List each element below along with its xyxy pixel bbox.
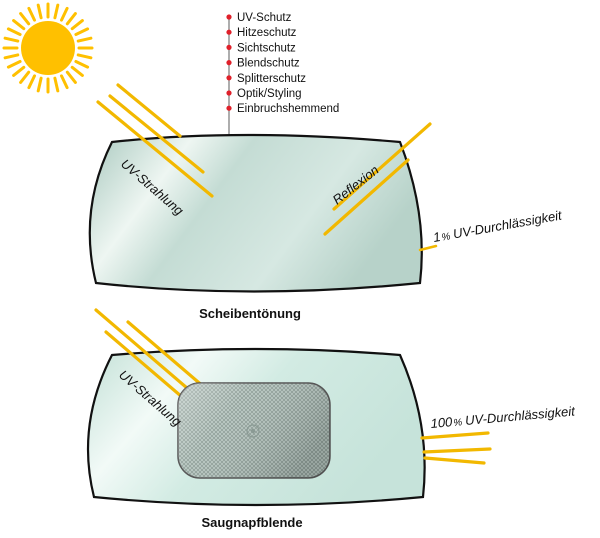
sun-ray bbox=[27, 6, 36, 22]
feature-marker bbox=[226, 44, 232, 51]
sun-ray bbox=[19, 12, 31, 26]
sun-ray bbox=[53, 3, 60, 20]
transmission-unit-bottom: % bbox=[453, 417, 463, 429]
sun-ray bbox=[3, 53, 20, 60]
feature-marker bbox=[226, 90, 232, 96]
sun-ray bbox=[12, 19, 26, 31]
sun-ray bbox=[76, 53, 93, 60]
feature-item: Optik/Styling bbox=[237, 88, 302, 100]
feature-list: UV-SchutzHitzeschutzSichtschutzBlendschu… bbox=[226, 12, 339, 115]
transmission-text-bottom: UV-Durchlässigkeit bbox=[464, 403, 576, 428]
sun-ray bbox=[60, 6, 69, 22]
sun-ray bbox=[70, 19, 84, 31]
feature-item: Hitzeschutz bbox=[237, 27, 297, 39]
transmitted-rays bbox=[420, 431, 492, 465]
sun-ray bbox=[53, 76, 60, 93]
transmission-unit-top: % bbox=[441, 231, 452, 243]
sun-ray bbox=[3, 36, 20, 43]
tinted-windshield bbox=[88, 133, 423, 293]
uv-rays-incoming bbox=[96, 83, 214, 198]
sunshade-windshield-panel: UV-Strahlung 100%UV-Durchlässigkeit Saug… bbox=[86, 308, 577, 530]
sun-ray bbox=[19, 70, 31, 84]
caption-sunshade: Saugnapfblende bbox=[201, 515, 302, 530]
transmission-value-top: 1 bbox=[432, 229, 442, 245]
transmission-label-top: 1%UV-Durchlässigkeit bbox=[432, 207, 564, 245]
sun-ray bbox=[74, 27, 90, 36]
sun-ray bbox=[60, 74, 69, 90]
transmitted-ray-small bbox=[418, 244, 438, 252]
feature-item: Blendschutz bbox=[237, 58, 300, 70]
caption-window-tint: Scheibentönung bbox=[199, 306, 301, 321]
sun-ray bbox=[65, 12, 77, 26]
sun-ray bbox=[36, 76, 43, 93]
sun-icon bbox=[2, 2, 94, 94]
transmission-text-top: UV-Durchlässigkeit bbox=[452, 207, 564, 241]
sun-ray bbox=[6, 60, 22, 69]
feature-marker bbox=[226, 75, 232, 81]
feature-item: Splitterschutz bbox=[237, 73, 306, 85]
sun-ray bbox=[65, 70, 77, 84]
tinted-windshield-panel: UV-Strahlung Reflexion 1%UV-Durchlässigk… bbox=[88, 83, 564, 321]
sun-ray bbox=[6, 27, 22, 36]
suction-cup-icon bbox=[246, 424, 260, 438]
sun-ray bbox=[27, 74, 36, 90]
feature-marker bbox=[226, 14, 232, 20]
transmission-label-bottom: 100%UV-Durchlässigkeit bbox=[430, 403, 577, 431]
feature-item: Einbruchshemmend bbox=[237, 103, 339, 115]
feature-item: Sichtschutz bbox=[237, 42, 296, 54]
sun-ray bbox=[12, 65, 26, 77]
feature-marker bbox=[226, 105, 232, 111]
transmission-value-bottom: 100 bbox=[430, 414, 454, 431]
feature-marker bbox=[226, 60, 232, 66]
feature-item: UV-Schutz bbox=[237, 12, 292, 24]
sun-ray bbox=[36, 3, 43, 20]
feature-marker bbox=[226, 29, 232, 35]
sun-ray bbox=[76, 36, 93, 43]
reflection-rays bbox=[323, 122, 432, 236]
sun-ray bbox=[70, 65, 84, 77]
sun-ray bbox=[74, 60, 90, 69]
